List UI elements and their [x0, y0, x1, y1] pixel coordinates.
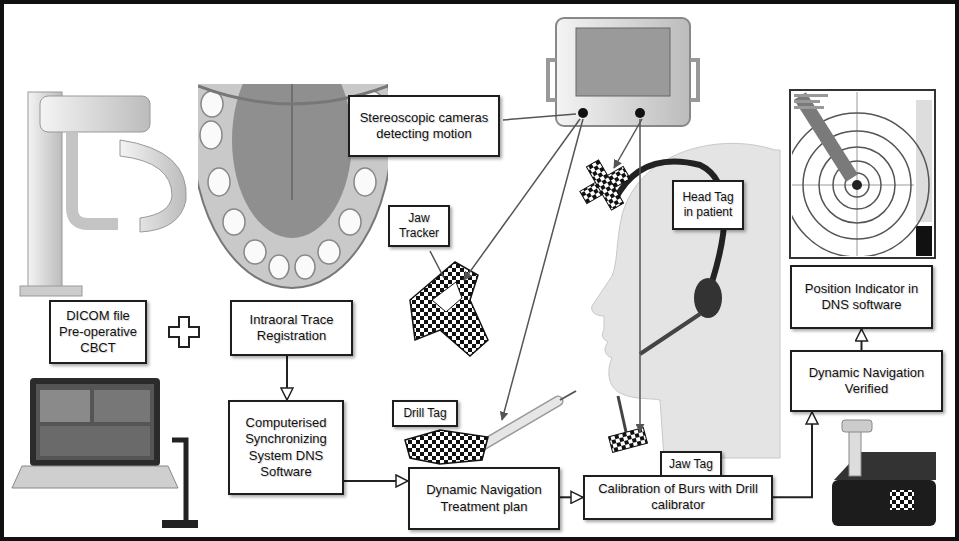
box-label: Dynamic Navigation Verified [797, 365, 936, 398]
label-box: Calibration of Burs with Drill calibrato… [583, 475, 773, 520]
box-label: Intraoral Trace Registration [237, 312, 346, 345]
box-label: DICOM file Pre-operative CBCT [56, 308, 140, 357]
box-label: Stereoscopic cameras detecting motion [355, 110, 493, 143]
label-box: Stereoscopic cameras detecting motion [348, 95, 500, 157]
label-box: Dynamic Navigation Verified [790, 350, 943, 412]
box-label: Dynamic Navigation Treatment plan [415, 482, 553, 515]
navigation-screen [785, 90, 935, 258]
box-label: Computerised Synchronizing System DNS So… [235, 415, 337, 480]
flow-arrow [560, 496, 583, 498]
box-label: Jaw Tracker [395, 211, 443, 241]
box-label: Jaw Tag [669, 457, 713, 472]
stereo-camera [548, 18, 698, 126]
tracking-rays [430, 114, 642, 432]
jaw-tracker [410, 262, 488, 356]
drill-calibrator [832, 420, 936, 526]
label-box: Drill Tag [392, 400, 458, 427]
plus-sign [169, 317, 199, 347]
box-label: Drill Tag [403, 406, 446, 421]
flow-arrow [344, 480, 408, 482]
laptop [12, 378, 198, 528]
label-box: Jaw Tag [660, 451, 722, 478]
cbct-scanner [20, 92, 186, 296]
label-box: Dynamic Navigation Treatment plan [408, 467, 560, 530]
label-box: Jaw Tracker [388, 205, 450, 247]
label-box: Intraoral Trace Registration [230, 300, 353, 356]
label-box: Head Tag in patient [672, 180, 744, 230]
flow-arrow [773, 412, 812, 497]
box-label: Position Indicator in DNS software [797, 281, 926, 314]
box-label: Head Tag in patient [679, 190, 737, 220]
flow-arrow [861, 329, 863, 350]
box-label: Calibration of Burs with Drill calibrato… [590, 481, 766, 514]
flow-arrow [286, 356, 288, 400]
label-box: DICOM file Pre-operative CBCT [49, 300, 147, 364]
label-box: Position Indicator in DNS software [790, 265, 933, 329]
patient-head [571, 143, 780, 458]
label-box: Computerised Synchronizing System DNS So… [228, 400, 344, 495]
